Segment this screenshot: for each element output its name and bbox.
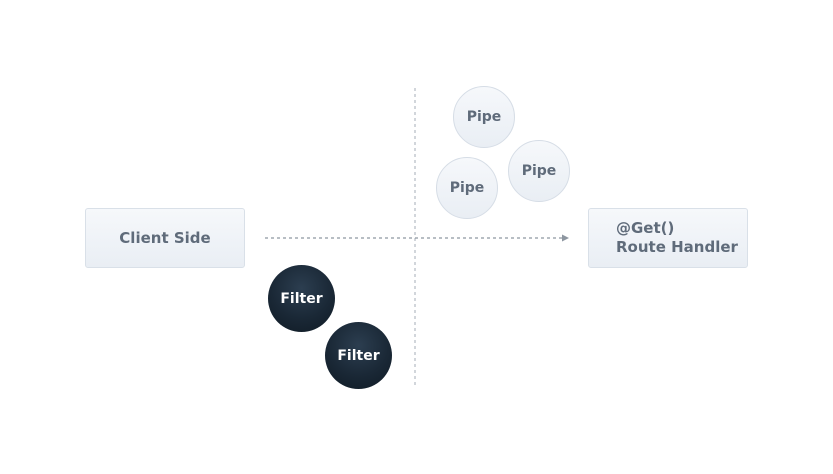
pipe-circle: Pipe <box>453 86 515 148</box>
route-handler-label: Route Handler <box>616 238 738 256</box>
pipe-label: Pipe <box>449 180 485 196</box>
client-side-box: Client Side <box>85 208 245 268</box>
filter-label: Filter <box>337 347 380 364</box>
filter-circle: Filter <box>325 322 392 389</box>
route-handler-decorator: @Get() <box>616 219 675 237</box>
pipe-label: Pipe <box>521 163 557 179</box>
filter-circle: Filter <box>268 265 335 332</box>
route-handler-box: @Get() Route Handler <box>588 208 748 268</box>
pipe-circle: Pipe <box>508 140 570 202</box>
request-arrow-head <box>562 234 569 242</box>
pipe-circle: Pipe <box>436 157 498 219</box>
client-side-label: Client Side <box>119 229 211 247</box>
pipe-label: Pipe <box>466 109 502 125</box>
filter-label: Filter <box>280 290 323 307</box>
